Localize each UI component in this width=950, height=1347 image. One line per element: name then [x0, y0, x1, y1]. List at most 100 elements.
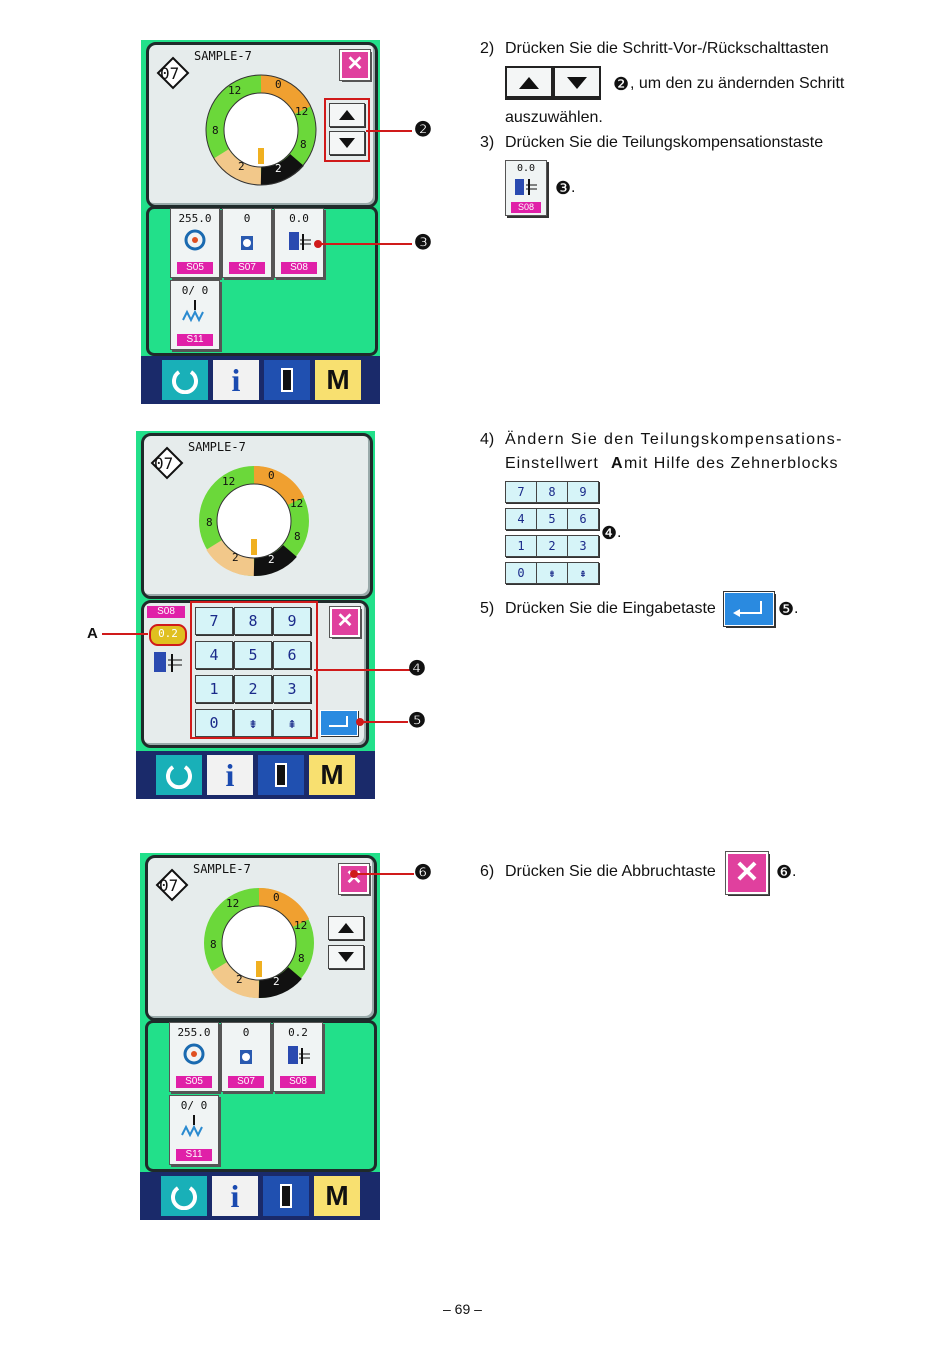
callout-a: A [87, 625, 98, 642]
key-4[interactable]: 4 [195, 641, 233, 669]
pitch-compensation-icon [515, 179, 537, 195]
triangle-up-icon [519, 77, 539, 89]
setting-tile-s08[interactable]: 0.2 S08 [273, 1022, 323, 1092]
program-name: SAMPLE-7 [194, 49, 252, 63]
step-4-text: Ändern Sie den Teilungskompensations- [505, 431, 843, 448]
key-0[interactable]: 0 [195, 709, 233, 737]
step-4-text-c: mit Hilfe des Zehnerblocks [624, 455, 839, 472]
key-increment[interactable]: ⇞ [273, 709, 311, 737]
inline-key-0: 0 [505, 562, 537, 584]
communication-icon [281, 368, 293, 392]
cancel-button[interactable]: ✕ [338, 863, 370, 895]
setting-tile-s05[interactable]: 255.0 S05 [170, 208, 220, 278]
ready-button[interactable] [162, 360, 208, 400]
callout-dot [356, 718, 364, 726]
key-9[interactable]: 9 [273, 607, 311, 635]
triangle-down-icon [339, 138, 355, 148]
step-3-number: 3) [480, 134, 495, 151]
stitch-wave-icon [182, 300, 204, 323]
mode-button[interactable]: M [315, 360, 361, 400]
setting-tile-s05[interactable]: 255.0 S05 [169, 1022, 219, 1092]
setting-tile-s07[interactable]: 0 S07 [222, 208, 272, 278]
enter-button[interactable] [320, 710, 358, 736]
ring-label: 2 [238, 160, 245, 173]
cancel-button[interactable]: ✕ [339, 49, 371, 81]
power-ring-icon [166, 765, 192, 789]
ring-label: 12 [295, 105, 309, 118]
ring-label: 2 [273, 975, 280, 988]
callout-5: ❺ [408, 710, 426, 732]
key-3[interactable]: 3 [273, 675, 311, 703]
step-down-button[interactable] [329, 131, 365, 155]
stitch-ring [205, 74, 317, 186]
callout-4: ❹ [408, 658, 426, 680]
step-6-period: . [792, 863, 797, 880]
information-button[interactable]: i [213, 360, 259, 400]
callout-leader [320, 243, 412, 245]
step-up-button[interactable] [329, 103, 365, 127]
pitch-compensation-icon [154, 652, 182, 672]
highlight-box-step-buttons [324, 98, 370, 162]
key-8[interactable]: 8 [234, 607, 272, 635]
key-6[interactable]: 6 [273, 641, 311, 669]
stitch-wave-icon [181, 1115, 203, 1138]
stitch-ring [204, 888, 314, 998]
callout-3: ❸ [414, 232, 432, 254]
mode-button[interactable]: M [314, 1176, 360, 1216]
ring-label: 2 [268, 553, 275, 566]
setting-tile-s11[interactable]: 0/ 0 S11 [169, 1095, 219, 1165]
communication-button[interactable] [258, 755, 304, 795]
ring-label: 12 [290, 497, 304, 510]
inline-key-2: 2 [536, 535, 568, 557]
s08-label: S08 [147, 606, 185, 618]
information-button[interactable]: i [212, 1176, 258, 1216]
ring-label: 12 [226, 897, 240, 910]
setting-tile-s07[interactable]: 0 S07 [221, 1022, 271, 1092]
program-number: 07 [154, 454, 174, 473]
setting-tile-s11[interactable]: 0/ 0 S11 [170, 280, 220, 350]
key-5[interactable]: 5 [234, 641, 272, 669]
callout-leader [314, 669, 412, 671]
ring-label: 12 [294, 919, 308, 932]
page-number: – 69 – [443, 1301, 482, 1317]
key-7[interactable]: 7 [195, 607, 233, 635]
inline-key-increment: ⇞ [567, 562, 599, 584]
key-1[interactable]: 1 [195, 675, 233, 703]
callout-leader [102, 633, 148, 635]
value-a-display: 0.2 [149, 624, 187, 646]
step-3-text: Drücken Sie die Teilungskompensationstas… [505, 134, 824, 151]
ready-button[interactable] [161, 1176, 207, 1216]
ring-label: 8 [294, 530, 301, 543]
ring-label: 0 [273, 891, 280, 904]
step-down-button[interactable] [328, 945, 364, 969]
highlight-box-ten-keys [190, 601, 318, 739]
presser-icon [240, 1050, 252, 1064]
triangle-down-icon [567, 77, 587, 89]
callout-5-inline: ❺ [778, 599, 795, 619]
callout-6-inline: ❻ [776, 862, 793, 882]
inline-key-8: 8 [536, 481, 568, 503]
ring-label: 2 [236, 973, 243, 986]
step-up-button[interactable] [328, 916, 364, 940]
communication-icon [275, 763, 287, 787]
key-decrement[interactable]: ⇟ [234, 709, 272, 737]
inline-pitch-compensation-tile: 0.0 S08 [505, 160, 547, 216]
triangle-up-icon [338, 923, 354, 933]
key-2[interactable]: 2 [234, 675, 272, 703]
power-ring-icon [172, 370, 198, 394]
inline-cancel-button: ✕ [725, 851, 769, 895]
program-number: 07 [160, 64, 180, 83]
mode-button[interactable]: M [309, 755, 355, 795]
program-name: SAMPLE-7 [188, 440, 246, 454]
program-name: SAMPLE-7 [193, 862, 251, 876]
ring-label: 2 [232, 551, 239, 564]
ready-button[interactable] [156, 755, 202, 795]
inline-key-1: 1 [505, 535, 537, 557]
communication-button[interactable] [263, 1176, 309, 1216]
inline-key-4: 4 [505, 508, 537, 530]
cancel-button[interactable]: ✕ [329, 606, 361, 638]
inline-key-3: 3 [567, 535, 599, 557]
communication-button[interactable] [264, 360, 310, 400]
information-button[interactable]: i [207, 755, 253, 795]
ring-label: 0 [268, 469, 275, 482]
